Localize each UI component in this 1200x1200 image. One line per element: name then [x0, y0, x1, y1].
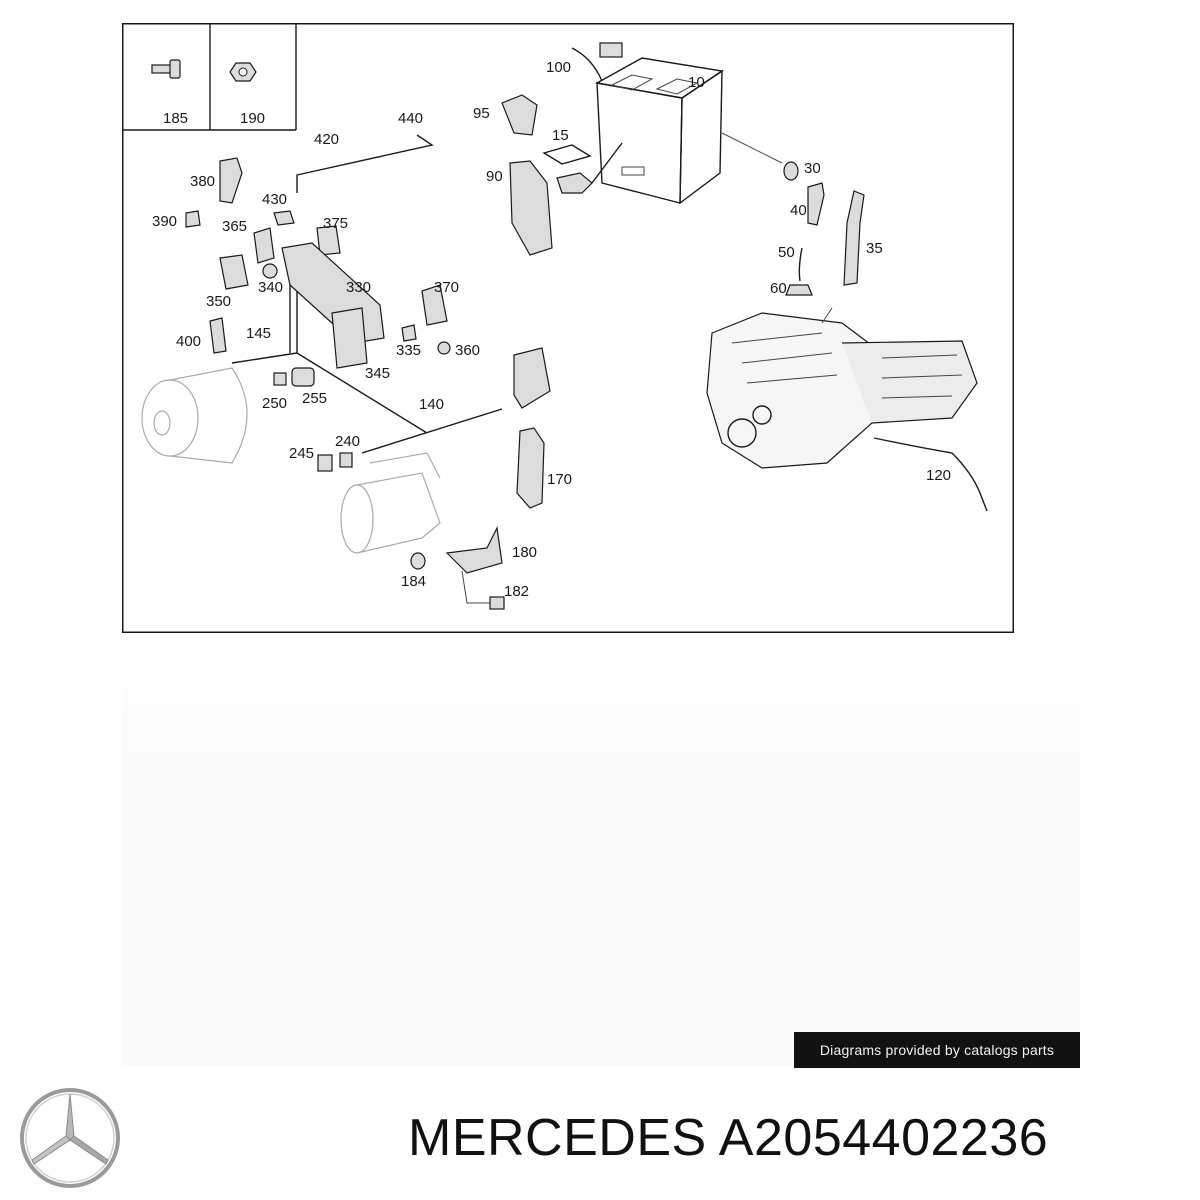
credit-badge: Diagrams provided by catalogs parts: [794, 1032, 1080, 1068]
callout-340: 340: [258, 279, 283, 296]
battery-drawing: [571, 42, 724, 205]
callout-120: 120: [926, 467, 951, 484]
label-190: 190: [240, 110, 265, 127]
sleeve-250-255-drawing: [273, 367, 315, 387]
callout-390: 390: [152, 213, 177, 230]
relay-box-drawing: [513, 347, 551, 409]
callout-345: 345: [365, 365, 390, 382]
blank-area: [122, 635, 1080, 1067]
nut-190-icon: [229, 62, 257, 82]
holder-90-drawing: [509, 142, 623, 256]
callout-240: 240: [335, 433, 360, 450]
callout-182: 182: [504, 583, 529, 600]
alternator-drawing: [141, 367, 248, 464]
callout-330: 330: [346, 279, 371, 296]
starter-drawing: [317, 452, 441, 554]
callout-95: 95: [473, 105, 490, 122]
callout-380: 380: [190, 173, 215, 190]
fuse-box-drawing: [185, 157, 451, 369]
callout-50: 50: [778, 244, 795, 261]
callout-35: 35: [866, 240, 883, 257]
callout-365: 365: [222, 218, 247, 235]
brand-name: MERCEDES: [408, 1109, 707, 1167]
callout-170: 170: [547, 471, 572, 488]
terminal-parts-drawing: [721, 132, 865, 296]
callout-184: 184: [401, 573, 426, 590]
engine-drawing: [706, 307, 988, 512]
callout-400: 400: [176, 333, 201, 350]
mercedes-star-icon: [18, 1086, 122, 1190]
callout-360: 360: [455, 342, 480, 359]
label-185: 185: [163, 110, 188, 127]
pad-15-drawing: [542, 144, 592, 165]
callout-335: 335: [396, 342, 421, 359]
callout-180: 180: [512, 544, 537, 561]
callout-30: 30: [804, 160, 821, 177]
bolt-185-icon: [151, 59, 181, 79]
diagram-frame: [122, 23, 1014, 633]
callout-100: 100: [546, 59, 571, 76]
callout-375: 375: [323, 215, 348, 232]
part-title: MERCEDES A2054402236: [408, 1108, 1048, 1168]
callout-145: 145: [246, 325, 271, 342]
callout-350: 350: [206, 293, 231, 310]
callout-420: 420: [314, 131, 339, 148]
parts-diagram: 185 190: [122, 23, 1014, 633]
callout-60: 60: [770, 280, 787, 297]
callout-430: 430: [262, 191, 287, 208]
callout-90: 90: [486, 168, 503, 185]
fastener-inset: 185 190: [122, 23, 297, 131]
bracket-170-drawing: [516, 427, 545, 509]
callout-250: 250: [262, 395, 287, 412]
callout-40: 40: [790, 202, 807, 219]
callout-140: 140: [419, 396, 444, 413]
callout-370: 370: [434, 279, 459, 296]
cable-lines: [231, 134, 503, 454]
callout-10: 10: [688, 74, 705, 91]
callout-15: 15: [552, 127, 569, 144]
callout-245: 245: [289, 445, 314, 462]
part-number: A2054402236: [718, 1109, 1049, 1167]
cover-95-drawing: [501, 94, 538, 136]
callout-440: 440: [398, 110, 423, 127]
bracket-180-drawing: [410, 526, 505, 610]
callout-255: 255: [302, 390, 327, 407]
